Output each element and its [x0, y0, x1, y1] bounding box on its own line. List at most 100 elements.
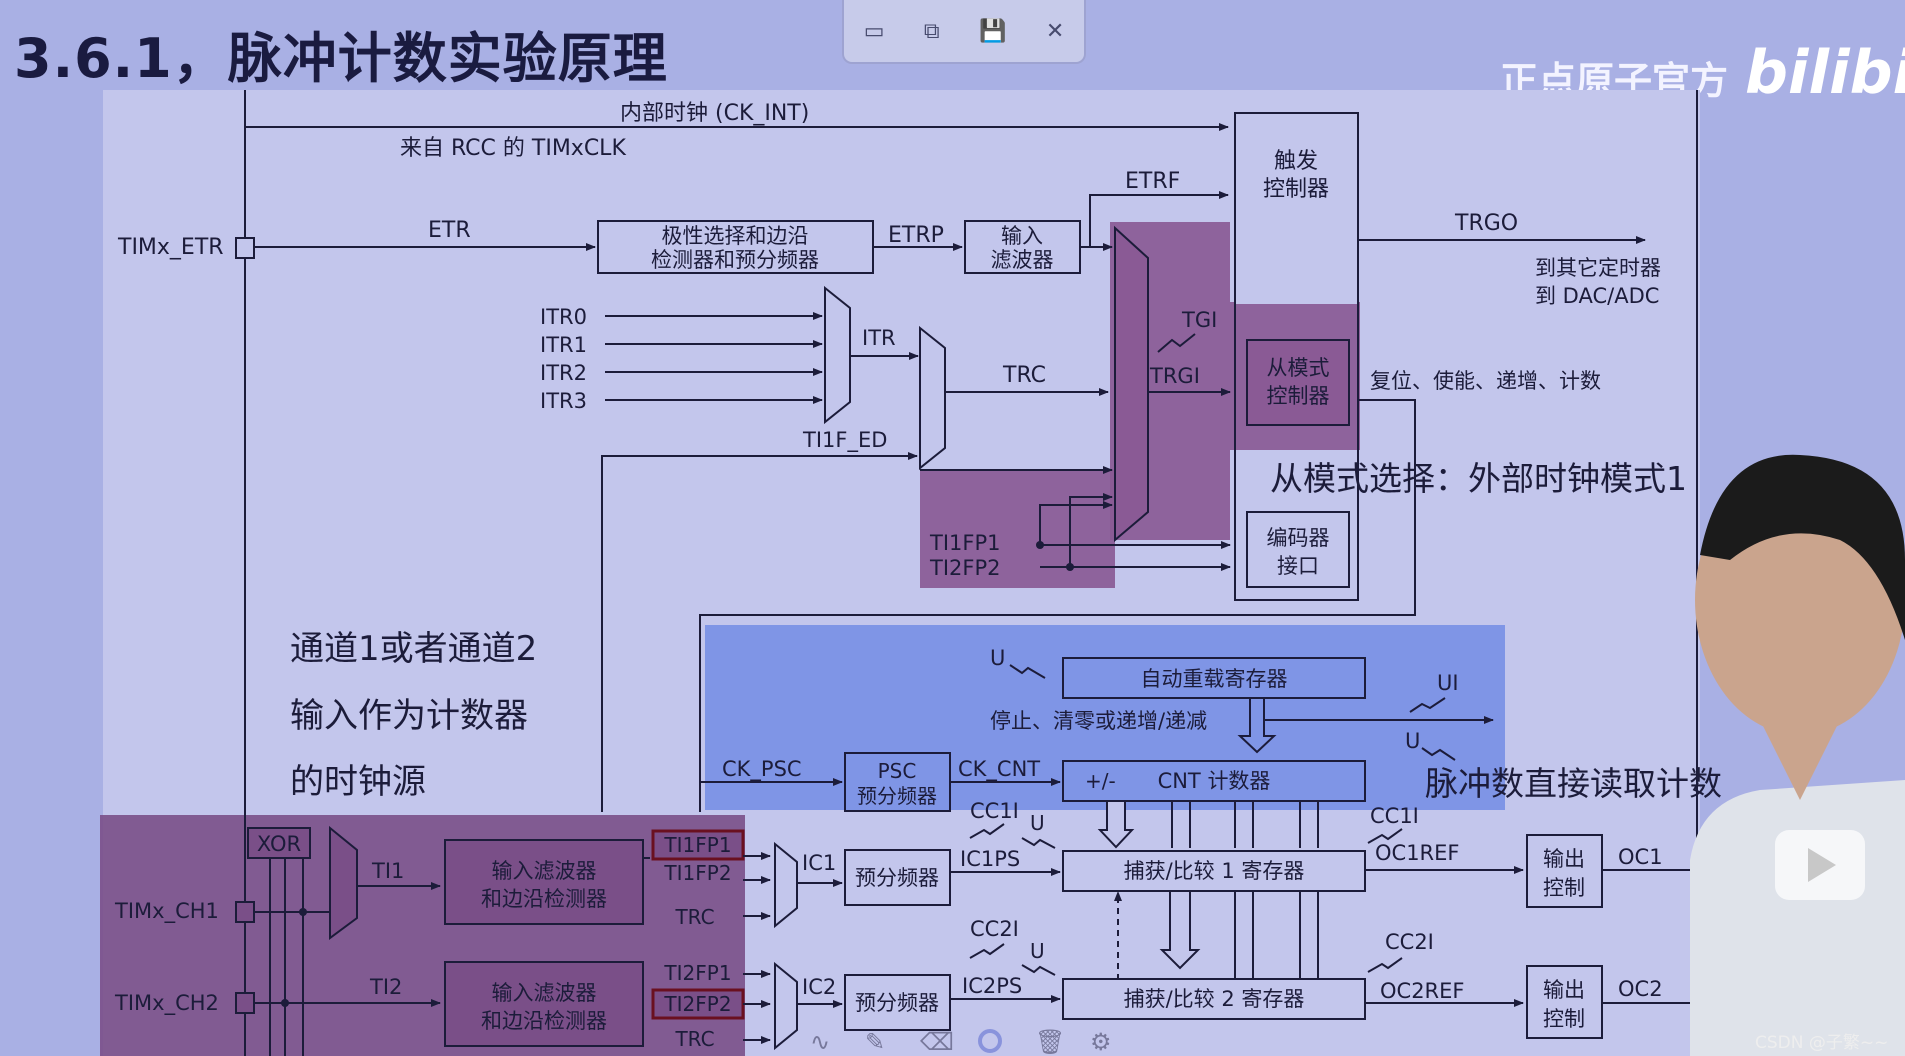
slave-mode-note: 从模式选择：外部时钟模式1 — [1270, 459, 1687, 498]
cnt-label: CNT 计数器 — [1158, 769, 1271, 793]
settings-icon[interactable]: ⚙ — [1090, 1028, 1112, 1056]
timx-ch2-label: TIMx_CH2 — [114, 991, 219, 1016]
u-cc1-pulse-icon — [1021, 837, 1056, 849]
trc-mux — [919, 325, 946, 471]
itr-inputs: ITR0 ITR1 ITR2 ITR3 — [540, 305, 823, 413]
cnt-block — [1062, 760, 1366, 802]
cc2-register-label: 捕获/比较 2 寄存器 — [1124, 987, 1305, 1011]
ti1fp1-label: TI1FP1 — [929, 531, 1001, 555]
ui-pulse-icon — [1409, 697, 1446, 713]
trc-ch1-label: TRC — [674, 905, 714, 929]
prescaler-2 — [844, 974, 951, 1031]
prescaler-1-label: 预分频器 — [855, 866, 939, 890]
etr-pin — [235, 237, 255, 259]
ti2fp2-label: TI2FP2 — [929, 556, 1001, 580]
trigger-ctrl-line2: 控制器 — [1263, 177, 1329, 202]
etrf-label: ETRF — [1125, 169, 1180, 194]
oc1-label: OC1 — [1618, 845, 1663, 869]
brush-icon[interactable]: ✎ — [865, 1028, 885, 1056]
ti2-label: TI2 — [369, 975, 402, 999]
trgi-label: TRGI — [1149, 364, 1200, 388]
cc1i-right-pulse-icon — [1367, 828, 1403, 844]
trc-label: TRC — [1002, 363, 1046, 388]
junction-dot — [1036, 541, 1044, 549]
window-icon[interactable]: ▭ — [863, 18, 885, 44]
timx-etr-label: TIMx_ETR — [117, 235, 224, 260]
copy-icon[interactable]: ⧉ — [923, 18, 940, 44]
encoder-line2: 接口 — [1277, 554, 1319, 578]
cc1i-pulse-icon — [969, 823, 1005, 839]
close-icon[interactable]: ✕ — [1045, 18, 1065, 44]
ti1-mux — [329, 825, 358, 940]
polarity-block-line1: 极性选择和边沿 — [662, 224, 809, 248]
ch1-pin — [235, 901, 255, 923]
input-filter-edge-1 — [444, 839, 644, 925]
trash-icon[interactable]: 🗑 — [1035, 1028, 1065, 1056]
ic1-mux — [774, 841, 798, 929]
auto-reload-label: 自动重载寄存器 — [1141, 667, 1288, 691]
itr3-label: ITR3 — [540, 389, 587, 413]
pulse-note: 脉冲数直接读取计数 — [1425, 764, 1722, 803]
u2-label: U — [1405, 729, 1420, 753]
slave-controller-block — [1246, 339, 1350, 426]
itr0-label: ITR0 — [540, 305, 587, 329]
oc1ref-label: OC1REF — [1375, 841, 1460, 865]
etr-label: ETR — [428, 218, 471, 243]
input-filter-edge-1-line1: 输入滤波器 — [492, 859, 597, 883]
u-cc2-label: U — [1030, 939, 1045, 963]
polarity-block-line2: 检测器和预分频器 — [651, 248, 819, 272]
ti1f-ed-line — [601, 452, 918, 812]
psc-line2: 预分频器 — [857, 784, 937, 808]
cc2-register — [1062, 978, 1366, 1020]
pen-icon[interactable]: ∿ — [810, 1028, 830, 1056]
slave-ctrl-line1: 从模式 — [1267, 356, 1330, 380]
save-icon[interactable]: 💾 — [979, 18, 1007, 44]
ti1fp1-to-mux — [1039, 501, 1113, 545]
ck-cnt-label: CK_CNT — [958, 757, 1040, 782]
ti1-label: TI1 — [371, 859, 404, 883]
trgo-label: TRGO — [1454, 211, 1518, 236]
cc2i-pulse-icon — [969, 943, 1005, 959]
input-filter-edge-2 — [444, 961, 644, 1047]
input-filter-block — [964, 220, 1081, 274]
input-filter-edge-1-line2: 和边沿检测器 — [481, 887, 607, 911]
cnt-to-cc1-arrow — [1097, 800, 1135, 849]
cc1-register-label: 捕获/比较 1 寄存器 — [1124, 859, 1305, 883]
output-control-2 — [1526, 965, 1603, 1039]
slave-output-line — [699, 399, 1416, 812]
cc1i-label: CC1I — [970, 799, 1019, 823]
trigger-controller-frame — [1234, 112, 1359, 601]
itr-mux — [824, 285, 851, 425]
eraser-icon[interactable]: ⌫ — [919, 1028, 954, 1056]
ui-label: UI — [1437, 671, 1459, 695]
ti2fp2-box — [651, 988, 745, 1020]
trigger-ctrl-line1: 触发 — [1274, 149, 1318, 174]
polarity-block — [597, 220, 874, 274]
oc2-label: OC2 — [1618, 977, 1663, 1001]
input-filter-line2: 滤波器 — [991, 248, 1054, 272]
slave-ctrl-line2: 控制器 — [1267, 384, 1330, 408]
itr2-label: ITR2 — [540, 361, 587, 385]
xor-block — [247, 827, 311, 859]
trc-ch2-label: TRC — [674, 1027, 714, 1051]
u-cc2-pulse-icon — [1021, 964, 1056, 976]
stop-clear-label: 停止、清零或递增/递减 — [990, 709, 1207, 733]
floating-toolbar: ▭ ⧉ 💾 ✕ — [842, 0, 1086, 64]
itr-label: ITR — [862, 326, 896, 350]
output-control-2-line2: 控制 — [1543, 1007, 1585, 1031]
ic2-label: IC2 — [802, 975, 836, 999]
junction-dot — [281, 999, 289, 1007]
etrf-line — [1089, 191, 1229, 247]
cnt-to-cc-buses — [1097, 800, 1319, 980]
from-rcc-label: 来自 RCC 的 TIMxCLK — [400, 136, 626, 161]
color-picker-icon[interactable] — [978, 1029, 1002, 1053]
ti1f-ed-label: TI1F_ED — [802, 428, 887, 453]
ti2fp2-to-mux — [1069, 493, 1113, 567]
cc2i-right-label: CC2I — [1385, 930, 1434, 954]
cnt-plusminus-label: +/- — [1085, 769, 1116, 793]
prescaler-2-label: 预分频器 — [855, 991, 939, 1015]
input-filter-edge-2-line1: 输入滤波器 — [492, 981, 597, 1005]
ti2fp1-label: TI2FP1 — [663, 961, 731, 985]
encoder-block — [1246, 511, 1350, 588]
